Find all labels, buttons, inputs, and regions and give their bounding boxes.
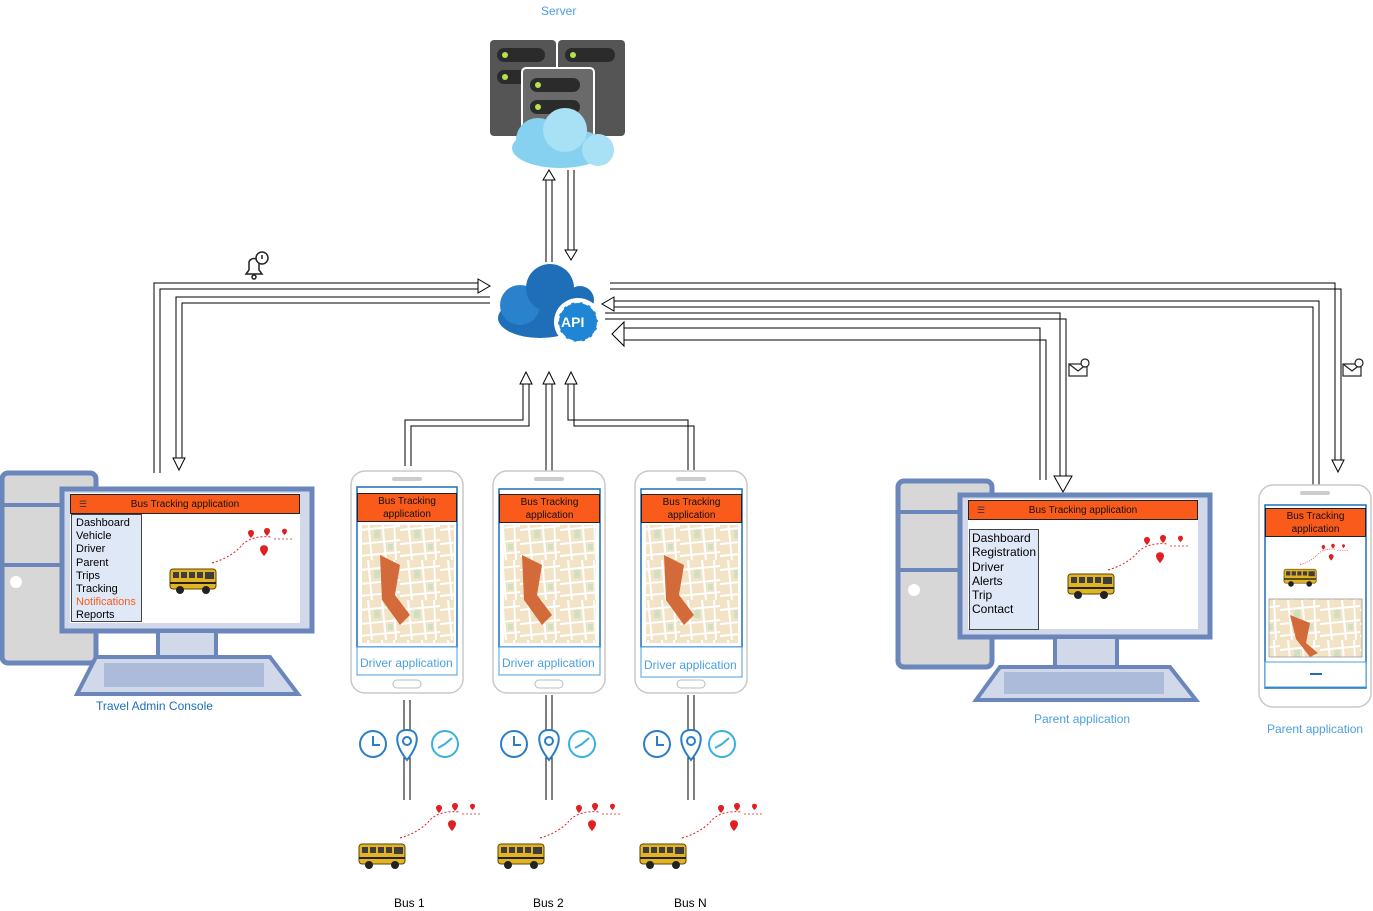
- admin-menu-vehicle[interactable]: Vehicle: [76, 530, 112, 543]
- parent-mobile-label: Parent application: [1267, 722, 1364, 736]
- mail-alert-icon: [1068, 358, 1090, 377]
- bus-2-label: Bus 2: [533, 896, 564, 910]
- bus-n-graphic: [639, 802, 763, 870]
- admin-menu-dashboard[interactable]: Dashboard: [76, 517, 130, 529]
- parent-menu-dashboard[interactable]: Dashboard: [972, 531, 1031, 545]
- cloud-icon: [512, 108, 614, 168]
- mail-alert-icon: [1342, 358, 1364, 377]
- bell-alert-icon: [244, 251, 269, 280]
- driver-phone-n: [634, 470, 748, 694]
- parent-menu-contact[interactable]: Contact: [972, 602, 1014, 617]
- api-icon: [498, 264, 602, 346]
- telemetry-icons-2: [500, 728, 596, 762]
- admin-console-label: Travel Admin Console: [96, 699, 213, 713]
- api-label: API: [561, 314, 585, 330]
- driver-phone-1: [350, 470, 464, 694]
- admin-menu-notifications[interactable]: Notifications: [76, 596, 136, 609]
- menu-icon[interactable]: ☰: [977, 504, 986, 515]
- server-label: Server: [541, 4, 577, 18]
- parent-menu-trip[interactable]: Trip: [972, 588, 993, 603]
- admin-menu-driver[interactable]: Driver: [76, 543, 106, 556]
- admin-menu-trips[interactable]: Trips: [76, 569, 101, 582]
- bus-2-graphic: [497, 802, 621, 870]
- server-icon: [490, 40, 625, 139]
- driver-phone-1-title: Bus Tracking application: [357, 493, 457, 522]
- admin-menu-tracking[interactable]: Tracking: [76, 583, 118, 596]
- driver-phone-2-title: Bus Tracking application: [499, 494, 600, 523]
- admin-menu-reports[interactable]: Reports: [76, 609, 115, 622]
- bus-n-label: Bus N: [674, 896, 707, 910]
- admin-menu-parent[interactable]: Parent: [76, 556, 109, 569]
- parent-mobile: [1258, 484, 1372, 708]
- bus-1-graphic: [358, 802, 481, 870]
- admin-menu: Dashboard Vehicle Driver Parent Trips Tr…: [71, 514, 142, 622]
- parent-menu-alerts[interactable]: Alerts: [972, 573, 1003, 588]
- connector-lines: [153, 169, 1345, 800]
- menu-icon[interactable]: ☰: [79, 498, 88, 509]
- parent-mobile-title: Bus Tracking application: [1265, 508, 1366, 537]
- bus-1-label: Bus 1: [394, 896, 425, 910]
- telemetry-icons-n: [643, 728, 736, 762]
- parent-desktop-menu: Dashboard Registration Driver Alerts Tri…: [969, 529, 1039, 630]
- driver-phone-2-footer: Driver application: [502, 656, 595, 670]
- telemetry-icons-1: [359, 728, 459, 762]
- parent-desktop-label: Parent application: [1034, 712, 1131, 726]
- driver-phone-n-footer: Driver application: [644, 658, 737, 672]
- parent-menu-driver[interactable]: Driver: [972, 559, 1004, 574]
- driver-phone-n-title: Bus Tracking application: [641, 494, 742, 523]
- parent-desktop-app-title: ☰ Bus Tracking application: [968, 500, 1198, 520]
- driver-phone-1-footer: Driver application: [360, 656, 453, 670]
- parent-menu-registration[interactable]: Registration: [972, 545, 1037, 560]
- admin-app-title: ☰ Bus Tracking application: [70, 494, 300, 514]
